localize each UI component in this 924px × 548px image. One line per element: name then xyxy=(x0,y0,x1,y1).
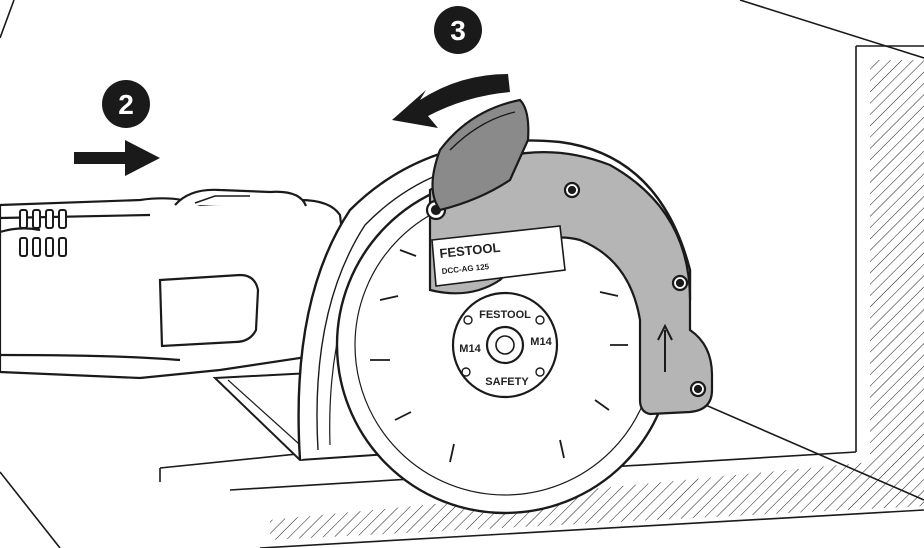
counterclockwise-curved-arrow-icon xyxy=(392,74,510,128)
wall-hatching xyxy=(270,60,924,540)
step-2-label: 2 xyxy=(118,89,134,120)
right-arrow-icon xyxy=(74,140,160,176)
up-arrow-icon xyxy=(657,323,673,341)
step-3-badge: 3 xyxy=(434,6,482,54)
step-3-label: 3 xyxy=(450,15,466,46)
flange-safety-label: SAFETY xyxy=(485,376,529,388)
flange-thread-right-label: M14 xyxy=(530,336,552,348)
flange-nut xyxy=(451,291,559,399)
guard-brand-label: FESTOOL xyxy=(439,240,501,261)
blade-slots xyxy=(370,249,628,463)
blade-guard xyxy=(425,151,714,416)
flange-thread-left-label: M14 xyxy=(459,343,481,355)
guard-tab xyxy=(431,98,530,212)
flange-brand-label: FESTOOL xyxy=(479,309,531,321)
vents xyxy=(19,209,67,257)
step-2-badge: 2 xyxy=(102,80,150,128)
